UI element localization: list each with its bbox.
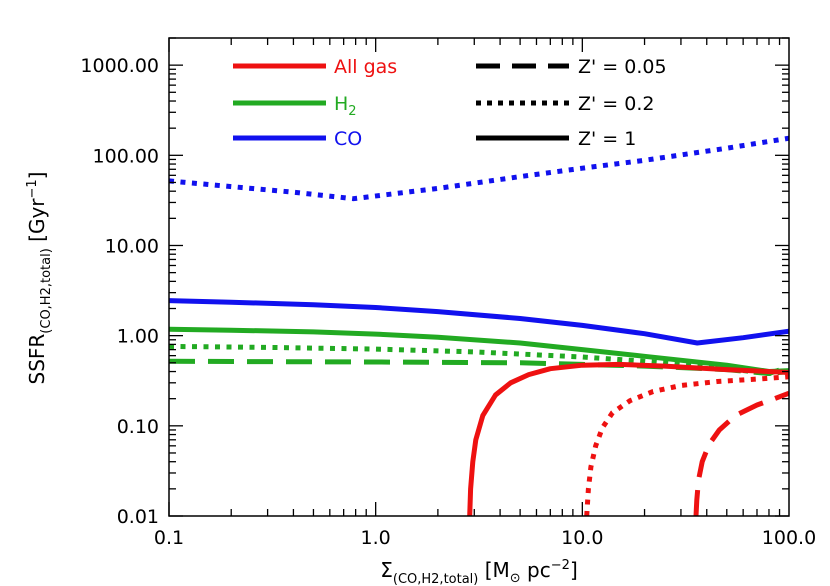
y-tick-label: 0.10 — [117, 416, 159, 438]
series-line-all-gas-z1 — [467, 361, 789, 516]
series-line-h2-z1 — [169, 326, 789, 374]
ticks-layer — [168, 37, 789, 517]
series-line-all-gas-z02 — [584, 374, 789, 516]
x-axis-label-sup: −2 — [551, 558, 570, 573]
legend-gas: All gas H2 CO — [233, 56, 397, 150]
legend-metallicity: Z' = 0.05 Z' = 0.2 Z' = 1 — [476, 56, 667, 150]
tick-labels: 0.1 1.0 10.0 100.0 0.01 0.10 1.00 10.00 100.00 10… — [80, 55, 816, 549]
legend-label-z02: Z' = 0.2 — [578, 93, 654, 115]
x-axis-label-main: Σ — [380, 558, 393, 582]
y-tick-label: 1.00 — [117, 326, 159, 348]
y-axis-label-sup: −1 — [25, 179, 40, 198]
y-tick-label: 10.00 — [105, 235, 159, 257]
legend-label-z1: Z' = 1 — [578, 128, 636, 150]
x-tick-label: 10.0 — [561, 527, 603, 549]
legend-label-co: CO — [334, 128, 362, 150]
legend-label-all-gas: All gas — [334, 56, 397, 78]
y-axis-label-sub: (CO,H2,total) — [39, 248, 54, 334]
series-line-co-z1 — [169, 298, 789, 346]
y-axis-label-unit-close: ] — [25, 172, 49, 180]
legend-label-h2: H2 — [334, 93, 357, 119]
x-tick-label: 1.0 — [361, 527, 391, 549]
plot-frame — [168, 37, 790, 517]
legend-label-h2-main: H — [334, 93, 348, 115]
y-axis-label-unit-open: [Gyr — [25, 198, 49, 248]
x-axis-label: Σ(CO,H2,total) [M⊙ pc−2] — [380, 558, 578, 586]
x-axis-label-sun: ⊙ — [510, 571, 521, 586]
y-tick-label: 0.01 — [117, 506, 159, 528]
series-line-all-gas-z005 — [693, 390, 789, 516]
legend-label-z005: Z' = 0.05 — [578, 56, 667, 78]
y-tick-label: 100.00 — [93, 145, 159, 167]
x-axis-label-sub: (CO,H2,total) — [393, 572, 479, 586]
x-axis-label-unit-close: ] — [570, 558, 578, 582]
x-axis-label-unit-mid: pc — [521, 558, 551, 582]
series-layer — [169, 135, 789, 516]
legend-label-h2-sub: 2 — [348, 104, 356, 119]
y-tick-label: 1000.00 — [80, 55, 159, 77]
series-line-co-z02 — [169, 135, 789, 202]
x-tick-label: 100.0 — [762, 527, 816, 549]
x-tick-label: 0.1 — [154, 527, 184, 549]
y-axis-label-main: SSFR — [25, 334, 49, 385]
y-axis-label: SSFR(CO,H2,total) [Gyr−1] — [25, 172, 54, 385]
x-axis-label-unit-open: [M — [478, 558, 509, 582]
